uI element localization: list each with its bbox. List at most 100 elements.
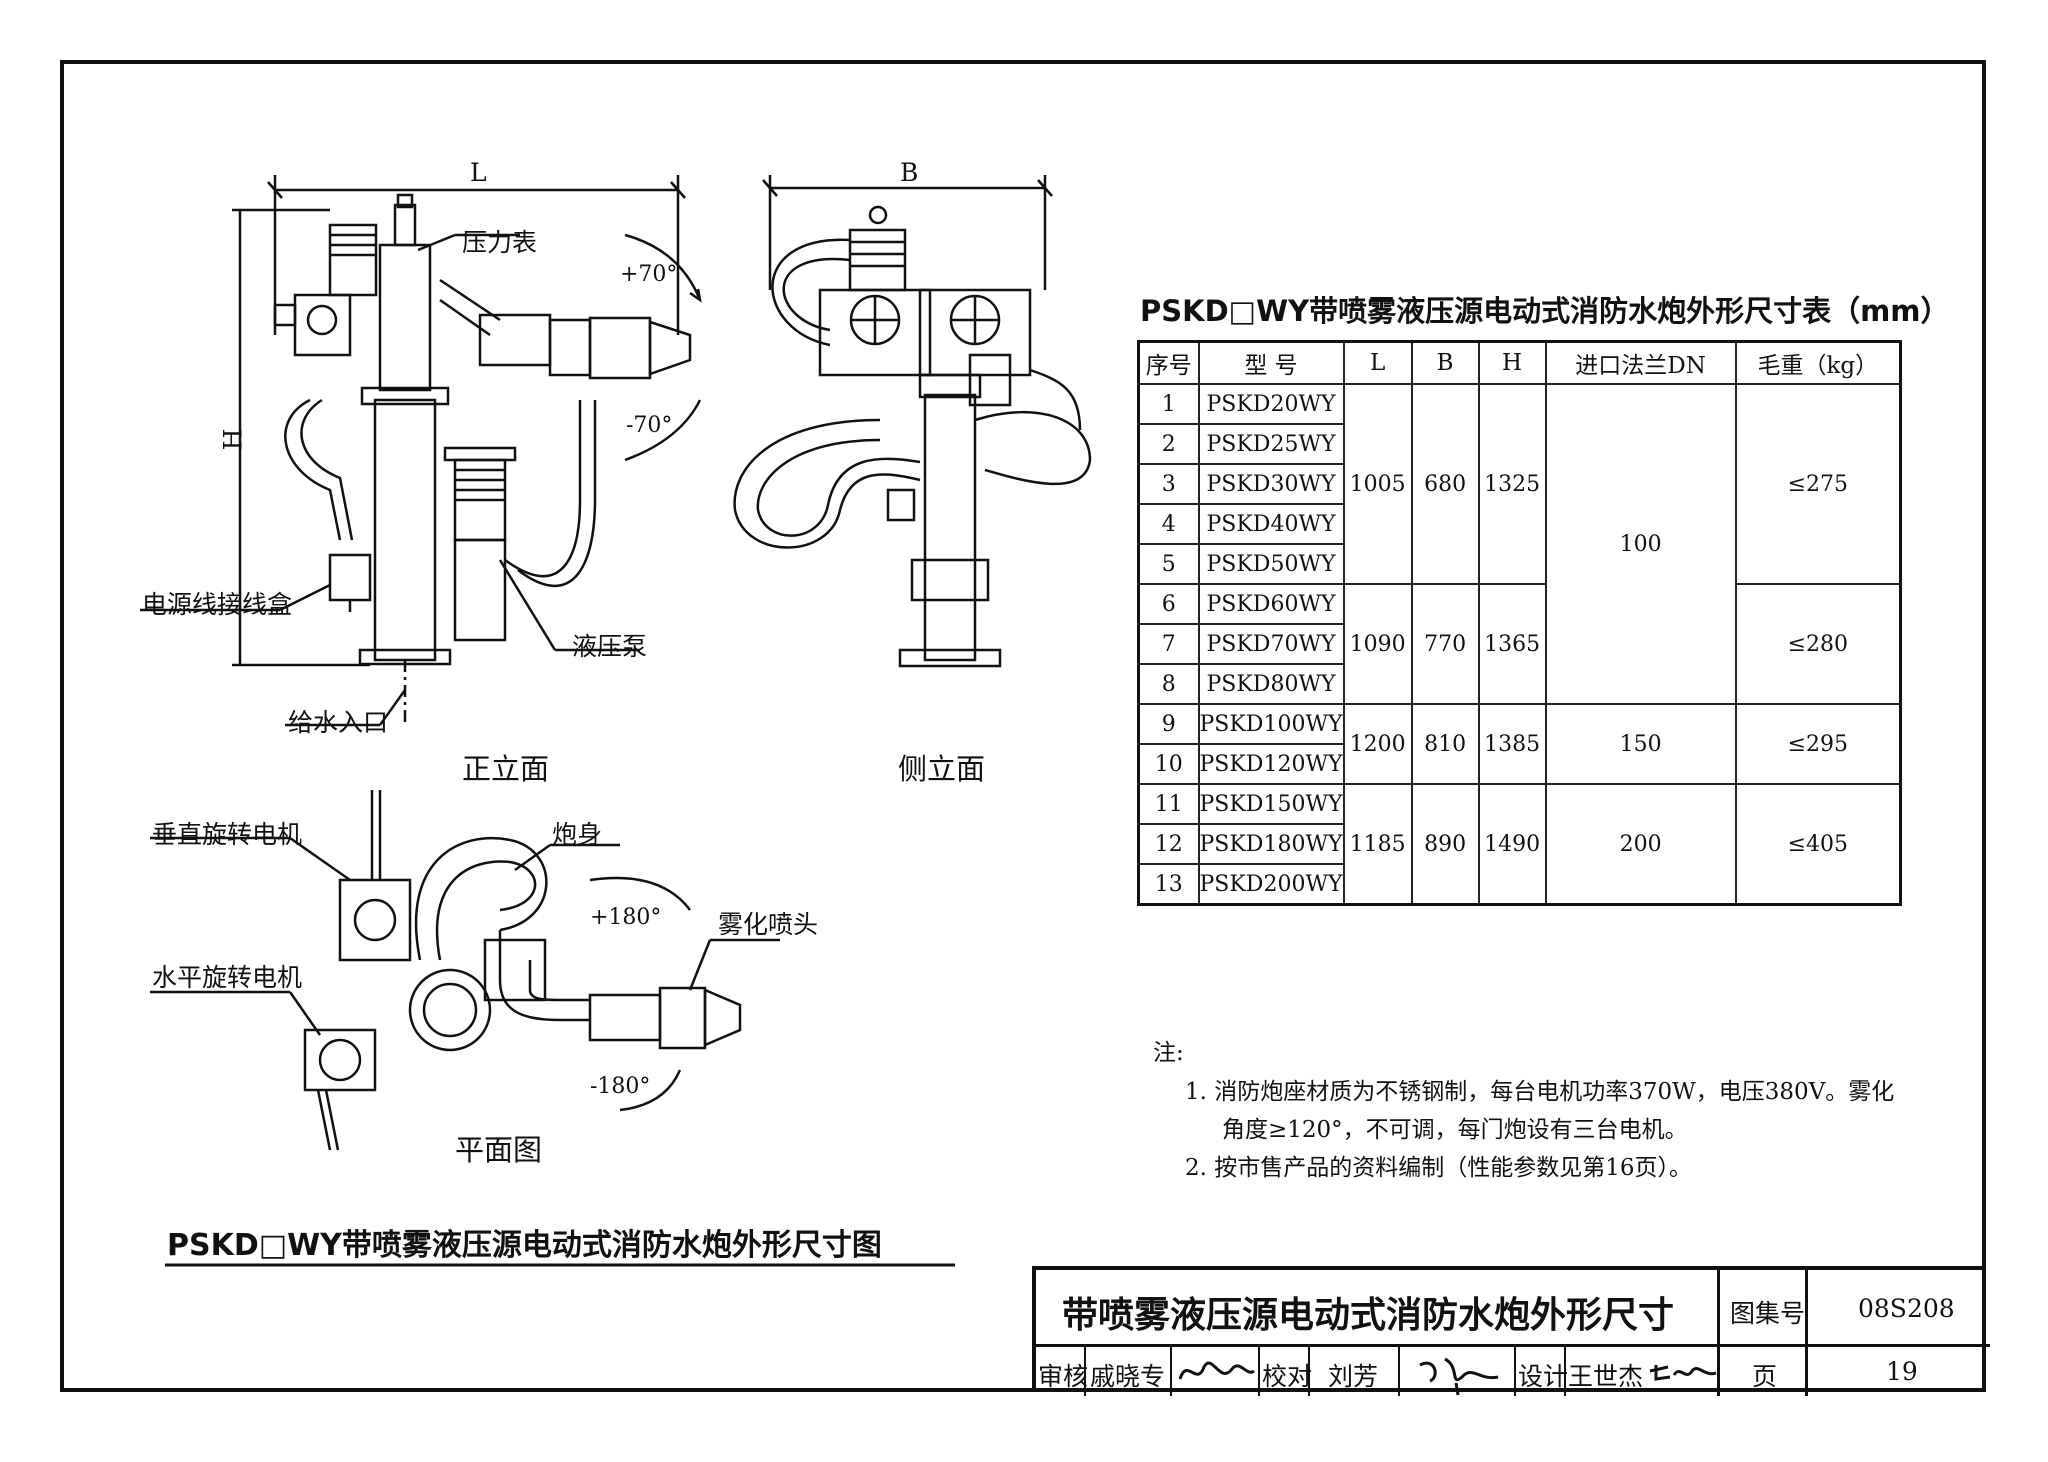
cell-H: 1365	[1477, 583, 1547, 705]
side-view-drawing	[733, 175, 1092, 668]
cell-index: 8	[1137, 663, 1200, 705]
designer-signature	[1649, 1365, 1717, 1381]
review-label: 审核	[1038, 1362, 1089, 1391]
atlas-label: 图集号	[1730, 1299, 1806, 1328]
label-barrel: 炮身	[552, 820, 603, 849]
checker-name: 刘芳	[1328, 1362, 1379, 1391]
cell-model: PSKD40WY	[1197, 503, 1345, 545]
reviewer-cell: 戚晓专	[1086, 1347, 1172, 1396]
cell-model: PSKD50WY	[1197, 543, 1345, 585]
cell-L: 1090	[1342, 583, 1413, 705]
designer-cell: 王世杰	[1566, 1347, 1646, 1396]
page-label: 页	[1752, 1362, 1778, 1391]
dimension-table: 序号 型 号 L B H 进口法兰DN 毛重（kg） 1 PSKD20WY 10…	[1137, 340, 1903, 906]
note-1b: 角度≥120°，不可调，每门炮设有三台电机。	[1222, 1117, 1688, 1143]
cell-index: 3	[1137, 463, 1200, 505]
header-L: L	[1342, 340, 1413, 385]
label-vertical-motor: 垂直旋转电机	[152, 820, 303, 849]
cell-B: 890	[1410, 783, 1480, 906]
note-1a: 1. 消防炮座材质为不锈钢制，每台电机功率370W，电压380V。雾化	[1185, 1079, 1895, 1105]
cell-weight: ≤275	[1734, 383, 1902, 585]
cell-L: 1005	[1342, 383, 1413, 585]
table-title: PSKD□WY带喷雾液压源电动式消防水炮外形尺寸表（mm）	[1140, 294, 1950, 328]
atlas-number: 08S208	[1858, 1294, 1955, 1323]
title-block-title-cell: 带喷雾液压源电动式消防水炮外形尺寸	[1036, 1270, 1720, 1347]
drawing-frame	[60, 60, 1986, 1392]
header-index: 序号	[1137, 340, 1200, 385]
cell-index: 2	[1137, 423, 1200, 465]
cell-model: PSKD200WY	[1197, 863, 1345, 906]
cell-model: PSKD120WY	[1197, 743, 1345, 785]
cell-dn: 150	[1544, 703, 1737, 785]
front-view-drawing	[140, 175, 702, 727]
header-B: B	[1410, 340, 1480, 385]
page-number: 19	[1886, 1357, 1918, 1386]
table-row: 1 PSKD20WY 1005 680 1325 100 ≤275	[1137, 383, 1902, 705]
cell-index: 12	[1137, 823, 1200, 865]
cell-L: 1185	[1342, 783, 1413, 906]
checker-cell: 刘芳	[1310, 1347, 1400, 1396]
drawing-title: PSKD□WY带喷雾液压源电动式消防水炮外形尺寸图	[167, 1228, 882, 1263]
caption-plan-view: 平面图	[455, 1133, 543, 1167]
checker-signature	[1419, 1357, 1499, 1396]
design-label-cell: 设计	[1516, 1347, 1568, 1396]
table-header-row: 序号 型 号 L B H 进口法兰DN 毛重（kg）	[1137, 340, 1902, 385]
cell-weight: ≤405	[1734, 783, 1902, 906]
label-up-angle: +70°	[620, 262, 678, 287]
dim-label-H: H	[218, 428, 248, 451]
label-pos-angle: +180°	[590, 905, 662, 930]
table-row: 9 PSKD100WY 1200 810 1385 150 ≤295	[1137, 703, 1902, 785]
label-horizontal-motor: 水平旋转电机	[152, 963, 303, 992]
cell-index: 10	[1137, 743, 1200, 785]
caption-front-view: 正立面	[462, 752, 550, 786]
cell-B: 680	[1410, 383, 1480, 585]
checker-signature-cell	[1400, 1347, 1516, 1396]
dim-label-L: L	[470, 158, 487, 187]
caption-side-view: 侧立面	[898, 752, 986, 786]
cell-H: 1325	[1477, 383, 1547, 585]
cell-model: PSKD180WY	[1197, 823, 1345, 865]
label-hydraulic-pump: 液压泵	[572, 632, 648, 661]
cell-model: PSKD60WY	[1197, 583, 1345, 625]
page-label-cell: 页	[1720, 1347, 1808, 1396]
reviewer-signature	[1178, 1361, 1255, 1380]
label-junction-box: 电源线接线盒	[142, 590, 293, 619]
cell-model: PSKD70WY	[1197, 623, 1345, 665]
designer-signature-cell	[1646, 1347, 1720, 1396]
header-H: H	[1477, 340, 1547, 385]
header-dn: 进口法兰DN	[1544, 340, 1737, 385]
atlas-label-cell: 图集号	[1720, 1270, 1808, 1347]
reviewer-name: 戚晓专	[1090, 1362, 1166, 1391]
plan-view-drawing	[150, 790, 780, 1151]
cell-model: PSKD20WY	[1197, 383, 1345, 425]
cell-index: 6	[1137, 583, 1200, 625]
cell-index: 9	[1137, 703, 1200, 745]
label-water-inlet: 给水入口	[288, 708, 389, 737]
table-row: 11 PSKD150WY 1185 890 1490 200 ≤405	[1137, 783, 1902, 906]
dim-label-B: B	[900, 158, 919, 187]
cell-model: PSKD30WY	[1197, 463, 1345, 505]
label-down-angle: -70°	[626, 413, 673, 438]
designer-name: 王世杰	[1568, 1362, 1644, 1391]
cell-H: 1490	[1477, 783, 1547, 906]
cell-B: 810	[1410, 703, 1480, 785]
title-block-title: 带喷雾液压源电动式消防水炮外形尺寸	[1062, 1295, 1675, 1336]
cell-dn: 200	[1544, 783, 1737, 906]
note-2: 2. 按市售产品的资料编制（性能参数见第16页）。	[1185, 1155, 1693, 1181]
cell-model: PSKD100WY	[1197, 703, 1345, 745]
header-weight: 毛重（kg）	[1734, 340, 1902, 385]
label-neg-angle: -180°	[590, 1074, 651, 1099]
cell-weight: ≤295	[1734, 703, 1902, 785]
cell-model: PSKD25WY	[1197, 423, 1345, 465]
reviewer-signature-cell	[1172, 1347, 1260, 1396]
